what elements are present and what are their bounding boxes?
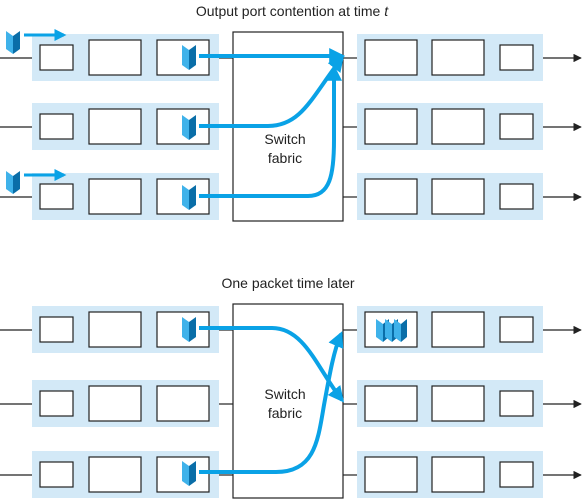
fabric-label-line2: fabric xyxy=(268,150,302,166)
incoming-packet-1 xyxy=(6,29,67,54)
bottom-panel: One packet time later Switch fabric xyxy=(0,275,582,499)
packet-icon xyxy=(182,115,196,140)
output-port-3 xyxy=(357,451,543,498)
input-port-2 xyxy=(32,380,219,427)
route-3-to-1 xyxy=(199,331,344,474)
packet-icon xyxy=(182,185,196,210)
output-port-2 xyxy=(357,380,543,427)
fabric-label-line1: Switch xyxy=(264,386,305,402)
top-panel-title: Output port contention at time t xyxy=(196,3,389,19)
packet-icon xyxy=(182,317,196,342)
route-3-to-1 xyxy=(199,64,342,198)
fabric-label-line1: Switch xyxy=(264,131,305,147)
top-panel: Output port contention at time t xyxy=(0,3,582,222)
route-1-to-2 xyxy=(199,326,344,403)
incoming-packet-3 xyxy=(6,169,67,194)
packet-icon xyxy=(182,461,196,486)
output-port-2 xyxy=(357,103,543,150)
output-port-3 xyxy=(357,173,543,220)
fabric-label-line2: fabric xyxy=(268,405,302,421)
bottom-panel-title: One packet time later xyxy=(221,275,354,291)
packet-icon xyxy=(182,45,196,70)
output-port-1 xyxy=(357,34,543,81)
queued-packets-icon xyxy=(376,319,407,342)
